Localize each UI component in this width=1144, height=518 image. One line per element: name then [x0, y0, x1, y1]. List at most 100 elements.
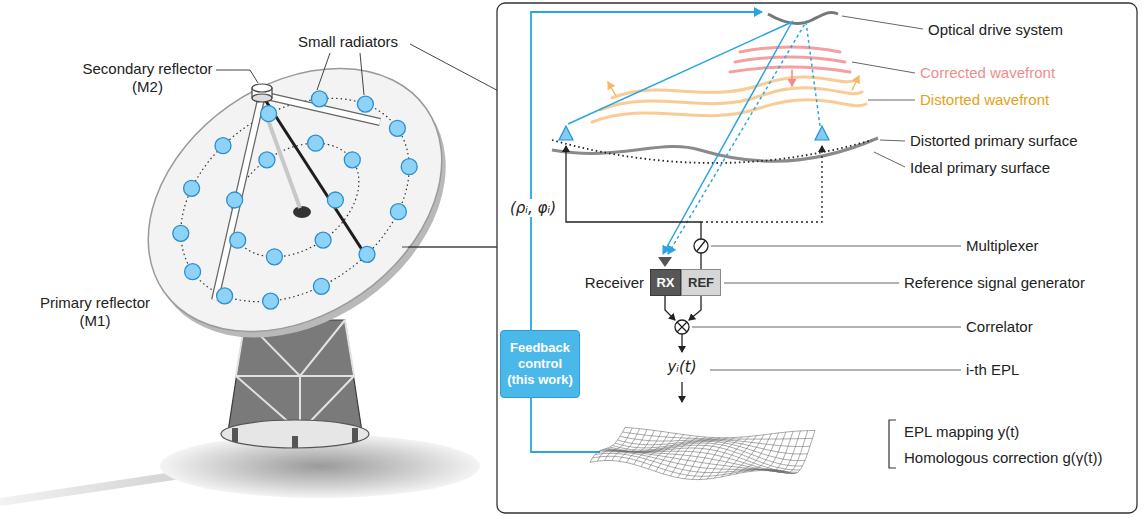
mesh-line: [707, 437, 742, 479]
small-radiator: [215, 138, 231, 154]
reference-box: REF: [681, 269, 721, 296]
leader-line: [710, 370, 961, 371]
small-radiator: [357, 96, 373, 112]
part-label: Distorted primary surface: [910, 132, 1078, 150]
support-strut: [215, 95, 380, 300]
mesh-line: [663, 436, 698, 473]
small-radiator: [313, 278, 329, 294]
mesh-line: [736, 434, 771, 474]
corrected-wavefront: [730, 47, 850, 86]
multiplexer-symbol: [697, 241, 705, 251]
corrected-wavefront: [740, 47, 840, 52]
mesh-line: [780, 431, 815, 474]
small-radiator: [390, 204, 406, 220]
corrected-wavefront: [730, 67, 850, 72]
multiplexer-symbol: [694, 239, 708, 253]
small-radiator: [185, 264, 201, 280]
part-label: i-th EPL: [966, 361, 1019, 379]
distorted-wavefront: [852, 76, 859, 90]
node-text-group: Feedback control (this work): [505, 340, 575, 388]
ground: [0, 434, 480, 502]
signal-wire: [665, 296, 675, 320]
signal-wire: [681, 382, 682, 402]
mesh-line: [590, 427, 625, 462]
part-label: Ideal primary surface: [910, 159, 1050, 177]
primary-reflector-dish: [293, 206, 311, 218]
part-label: Multiplexer: [966, 237, 1039, 255]
leader-line: [868, 100, 915, 101]
secondary-reflector: [252, 84, 272, 102]
small-radiator: [266, 249, 282, 265]
leader-line: [692, 327, 961, 328]
signal-wire: [566, 146, 701, 222]
support-strut: [215, 95, 262, 300]
mesh-line: [612, 430, 647, 461]
correlator-symbol: [675, 320, 689, 334]
small-radiator: [389, 120, 405, 136]
part-label: Small radiators: [298, 33, 398, 51]
small-radiator: [173, 225, 189, 241]
ideal-surface: [552, 140, 872, 163]
small-radiator: [227, 192, 243, 208]
node-text: REF: [688, 275, 714, 291]
mesh-line: [649, 435, 684, 469]
mesh-line: [623, 432, 813, 439]
bracket: [889, 420, 896, 468]
signal-wire: [700, 222, 701, 239]
leader-line: [880, 140, 905, 141]
part-label: EPL mapping y(t): [904, 423, 1019, 441]
telescope-mount: [292, 436, 298, 448]
small-radiator: [401, 159, 417, 175]
receiver-box: RX: [650, 269, 681, 296]
signal-wire: [701, 146, 822, 222]
mesh-line: [751, 432, 786, 471]
small-radiator: [230, 232, 246, 248]
corrected-wavefront: [791, 70, 793, 86]
callout-line: [402, 246, 497, 247]
signal-ray: [568, 22, 820, 254]
signal-wire: [689, 296, 701, 320]
feedback-box: Feedback control (this work): [500, 330, 580, 398]
distorted-wavefront: [608, 82, 616, 96]
distorted-wavefront: [592, 76, 866, 122]
signal-name: yᵢ(t): [656, 358, 708, 376]
small-radiator: [217, 288, 233, 304]
radiator-cone: [559, 126, 829, 140]
detail-panel: [497, 3, 1137, 513]
mesh-line: [656, 436, 691, 472]
signal-wire: [700, 253, 701, 269]
leader-line: [724, 283, 899, 284]
secondary-reflector: [252, 84, 272, 92]
leader-line: [842, 16, 923, 29]
leader-line: [317, 53, 330, 90]
node-text-group: REF: [688, 275, 714, 291]
mesh-line: [773, 431, 808, 474]
primary-reflector-dish: [142, 56, 448, 344]
leader-line: [874, 152, 905, 167]
radiator-cone: [559, 126, 573, 140]
mesh-line: [618, 440, 808, 454]
part-label: Receiver: [560, 274, 644, 292]
receiver-antenna: [658, 257, 672, 267]
corrected-wavefront: [735, 57, 845, 62]
correlator-symbol: [677, 322, 687, 332]
mesh-line: [605, 429, 640, 461]
optical-drive-mirror: [768, 12, 838, 23]
mesh-line: [692, 438, 727, 480]
leader-line: [852, 62, 915, 73]
distorted-surface: [552, 138, 878, 161]
part-label: Reference signal generator: [904, 274, 1085, 292]
coordinate-label: (ρᵢ, φᵢ): [508, 199, 558, 217]
part-label: Secondary reflector (M2): [75, 60, 220, 96]
small-radiator: [359, 246, 375, 262]
epl-map-mesh: [590, 427, 815, 479]
part-label: Homologous correction g(γ(t)): [904, 449, 1102, 467]
support-strut: [262, 95, 370, 262]
signal-ray: [568, 22, 792, 254]
wavefront-label: Corrected wavefront: [920, 64, 1055, 82]
telescope-mount: [352, 428, 358, 442]
small-radiator: [261, 106, 277, 122]
node-text: Feedback control (this work): [505, 340, 575, 388]
small-radiator: [308, 135, 324, 151]
small-radiator: [263, 293, 279, 309]
